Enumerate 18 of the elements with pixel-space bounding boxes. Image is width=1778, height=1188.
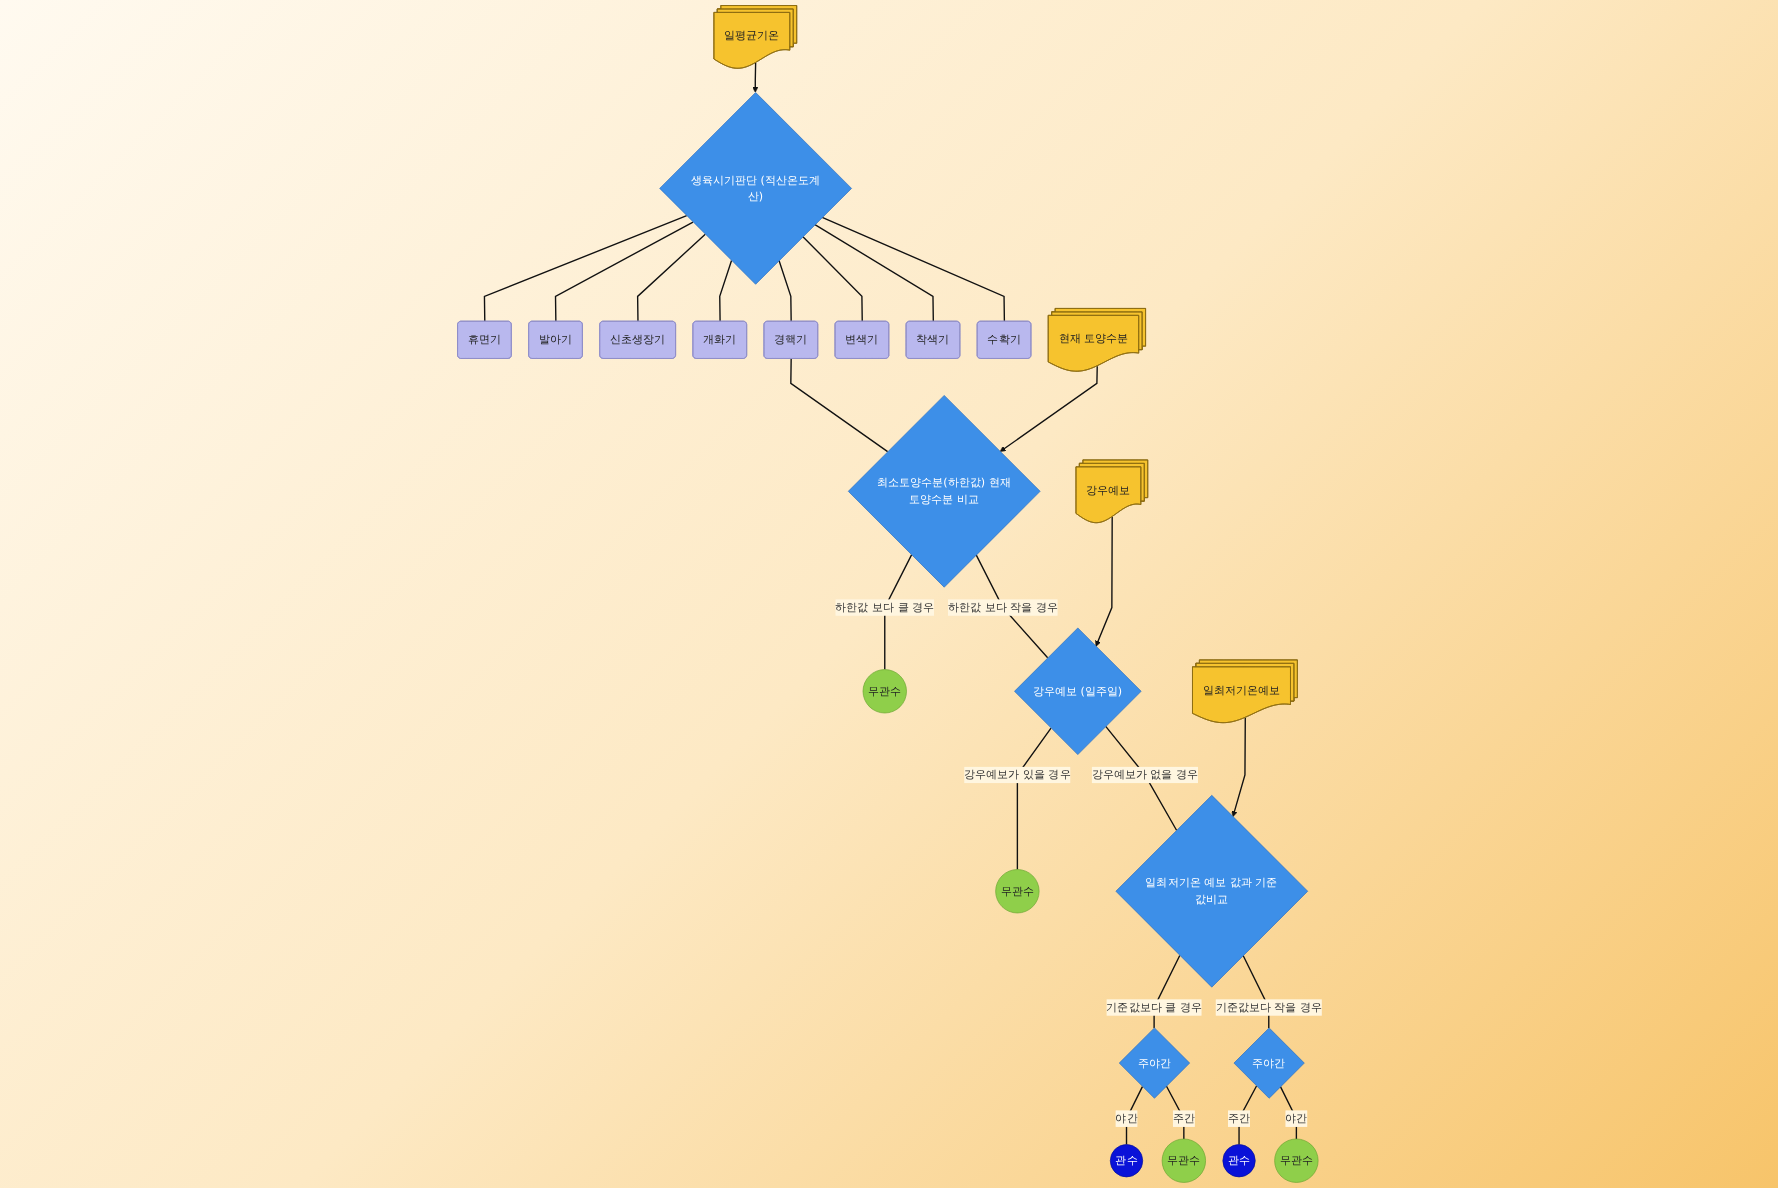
connector <box>777 259 792 323</box>
connector <box>483 215 687 323</box>
arrow <box>751 62 758 93</box>
connector <box>1015 727 1051 871</box>
connector <box>789 358 888 453</box>
connector <box>554 221 693 323</box>
connector <box>1164 1085 1184 1140</box>
arrow <box>1094 516 1113 647</box>
connector <box>801 235 863 323</box>
arrow <box>999 365 1098 452</box>
connector <box>636 233 706 323</box>
connector <box>1125 1085 1143 1146</box>
connector <box>1237 1085 1257 1146</box>
connector <box>820 216 1005 323</box>
connector <box>718 259 732 323</box>
connector <box>813 223 934 323</box>
connector <box>1279 1085 1297 1140</box>
arrow <box>1230 717 1246 818</box>
